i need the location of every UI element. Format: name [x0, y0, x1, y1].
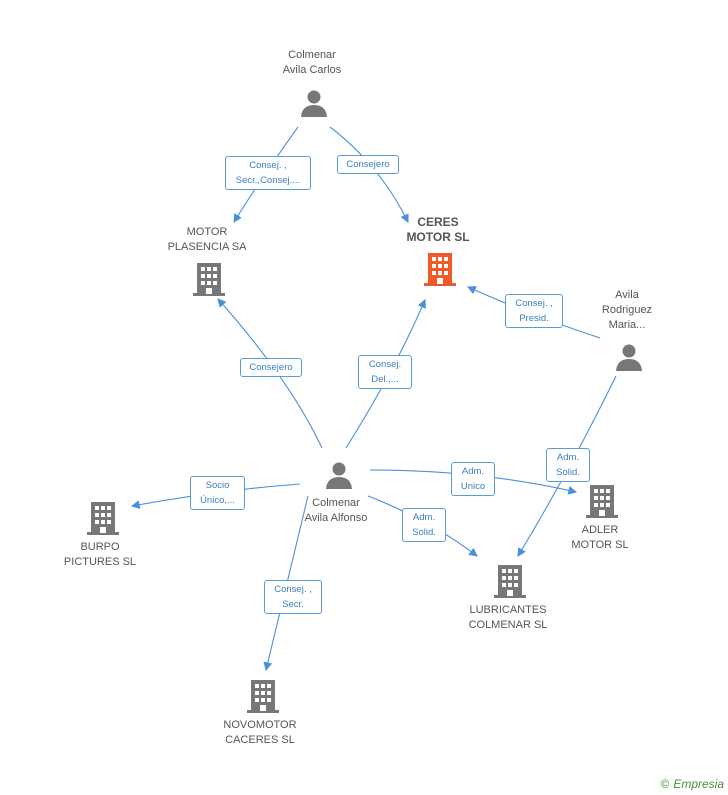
edge-label-line2: Presid. — [519, 313, 549, 324]
edge-label-alfonso-novomotor[interactable]: Consej. , Secr. — [264, 580, 322, 614]
person-icon[interactable] — [614, 342, 644, 372]
edge-carlos-ceres — [329, 126, 409, 223]
node-colmenar-avila-carlos[interactable]: Colmenar Avila Carlos — [262, 48, 362, 78]
node-motor-plasencia-sa[interactable]: MOTOR PLASENCIA SA — [157, 225, 257, 255]
node-label-line2: MOTOR SL — [571, 539, 629, 551]
node-label-line1: NOVOMOTOR — [223, 719, 297, 731]
building-icon[interactable] — [494, 564, 526, 598]
node-label-line2: Avila Carlos — [282, 64, 342, 76]
node-label-line1: MOTOR — [186, 226, 228, 238]
node-label-line1: Colmenar — [288, 49, 336, 61]
node-label-line2: PLASENCIA SA — [167, 241, 247, 253]
edge-label-maria-lubricantes[interactable]: Adm. Solid. — [546, 448, 590, 482]
person-icon[interactable] — [299, 88, 329, 118]
node-novomotor-caceres-sl[interactable]: NOVOMOTOR CACERES SL — [210, 718, 310, 748]
edge-label-alfonso-lubricantes[interactable]: Adm. Solid. — [402, 508, 446, 542]
node-avila-rodriguez-maria[interactable]: Avila Rodriguez Maria... — [577, 288, 677, 333]
edge-label-alfonso-adler[interactable]: Adm. Unico — [451, 462, 495, 496]
node-colmenar-avila-alfonso[interactable]: Colmenar Avila Alfonso — [286, 496, 386, 526]
brand-name: Empresia — [673, 777, 724, 791]
edge-label-line1: Socio — [205, 480, 230, 491]
edge-label-line2: Secr.,Consej.... — [235, 175, 301, 186]
edge-label-carlos-plasencia[interactable]: Consej. , Secr.,Consej.... — [225, 156, 311, 190]
edge-label-line1: Adm. — [556, 452, 580, 463]
edge-label-alfonso-burpo[interactable]: Socio Único,... — [190, 476, 245, 510]
node-adler-motor-sl[interactable]: ADLER MOTOR SL — [550, 523, 650, 553]
edge-label-alfonso-plasencia[interactable]: Consejero — [240, 358, 302, 377]
node-label-line1: CERES — [417, 215, 459, 229]
edge-label-line1: Consej. , — [274, 584, 312, 595]
node-label-line2: COLMENAR SL — [468, 619, 548, 631]
edge-label-line1: Consej. , — [249, 160, 287, 171]
edge-label-maria-ceres[interactable]: Consej. , Presid. — [505, 294, 563, 328]
node-lubricantes-colmenar-sl[interactable]: LUBRICANTES COLMENAR SL — [458, 603, 558, 633]
building-icon[interactable] — [586, 484, 618, 518]
person-icon[interactable] — [324, 460, 354, 490]
node-label-line1: ADLER — [581, 524, 619, 536]
edge-label-line2: Solid. — [412, 527, 436, 538]
node-label-line2: Rodriguez — [601, 304, 653, 316]
edge-label-line2: Del.,... — [371, 374, 399, 385]
edge-label-line2: Solid. — [556, 467, 580, 478]
node-label-line1: Avila — [615, 289, 639, 301]
node-ceres-motor-sl[interactable]: CERES MOTOR SL — [388, 215, 488, 245]
node-label-line2: PICTURES SL — [63, 556, 137, 568]
node-label-line2: Avila Alfonso — [304, 512, 368, 524]
copyright-symbol: © — [660, 777, 670, 791]
edge-label-line1: Adm. — [461, 466, 485, 477]
edge-label-line1: Consejero — [346, 159, 390, 170]
edge-label-line1: Adm. — [412, 512, 436, 523]
edge-label-line2: Único,... — [200, 495, 235, 506]
node-label-line1: Colmenar — [312, 497, 360, 509]
edge-label-line2: Unico — [460, 481, 486, 492]
building-icon[interactable] — [247, 679, 279, 713]
edge-label-line1: Consej. , — [515, 298, 553, 309]
node-label-line1: BURPO — [80, 541, 120, 553]
node-label-line2: MOTOR SL — [406, 230, 470, 244]
building-icon[interactable] — [193, 262, 225, 296]
empresia-logo: ©Empresia — [660, 777, 724, 791]
node-label-line2: CACERES SL — [225, 734, 295, 746]
edge-label-alfonso-ceres[interactable]: Consej. Del.,... — [358, 355, 412, 389]
building-icon[interactable] — [424, 252, 456, 286]
edge-label-line1: Consejero — [249, 362, 293, 373]
node-label-line1: LUBRICANTES — [469, 604, 547, 616]
edge-label-line2: Secr. — [282, 599, 304, 610]
node-burpo-pictures-sl[interactable]: BURPO PICTURES SL — [50, 540, 150, 570]
node-label-line3: Maria... — [608, 319, 646, 331]
edge-label-carlos-ceres[interactable]: Consejero — [337, 155, 399, 174]
edge-label-line1: Consej. — [368, 359, 402, 370]
building-icon[interactable] — [87, 501, 119, 535]
